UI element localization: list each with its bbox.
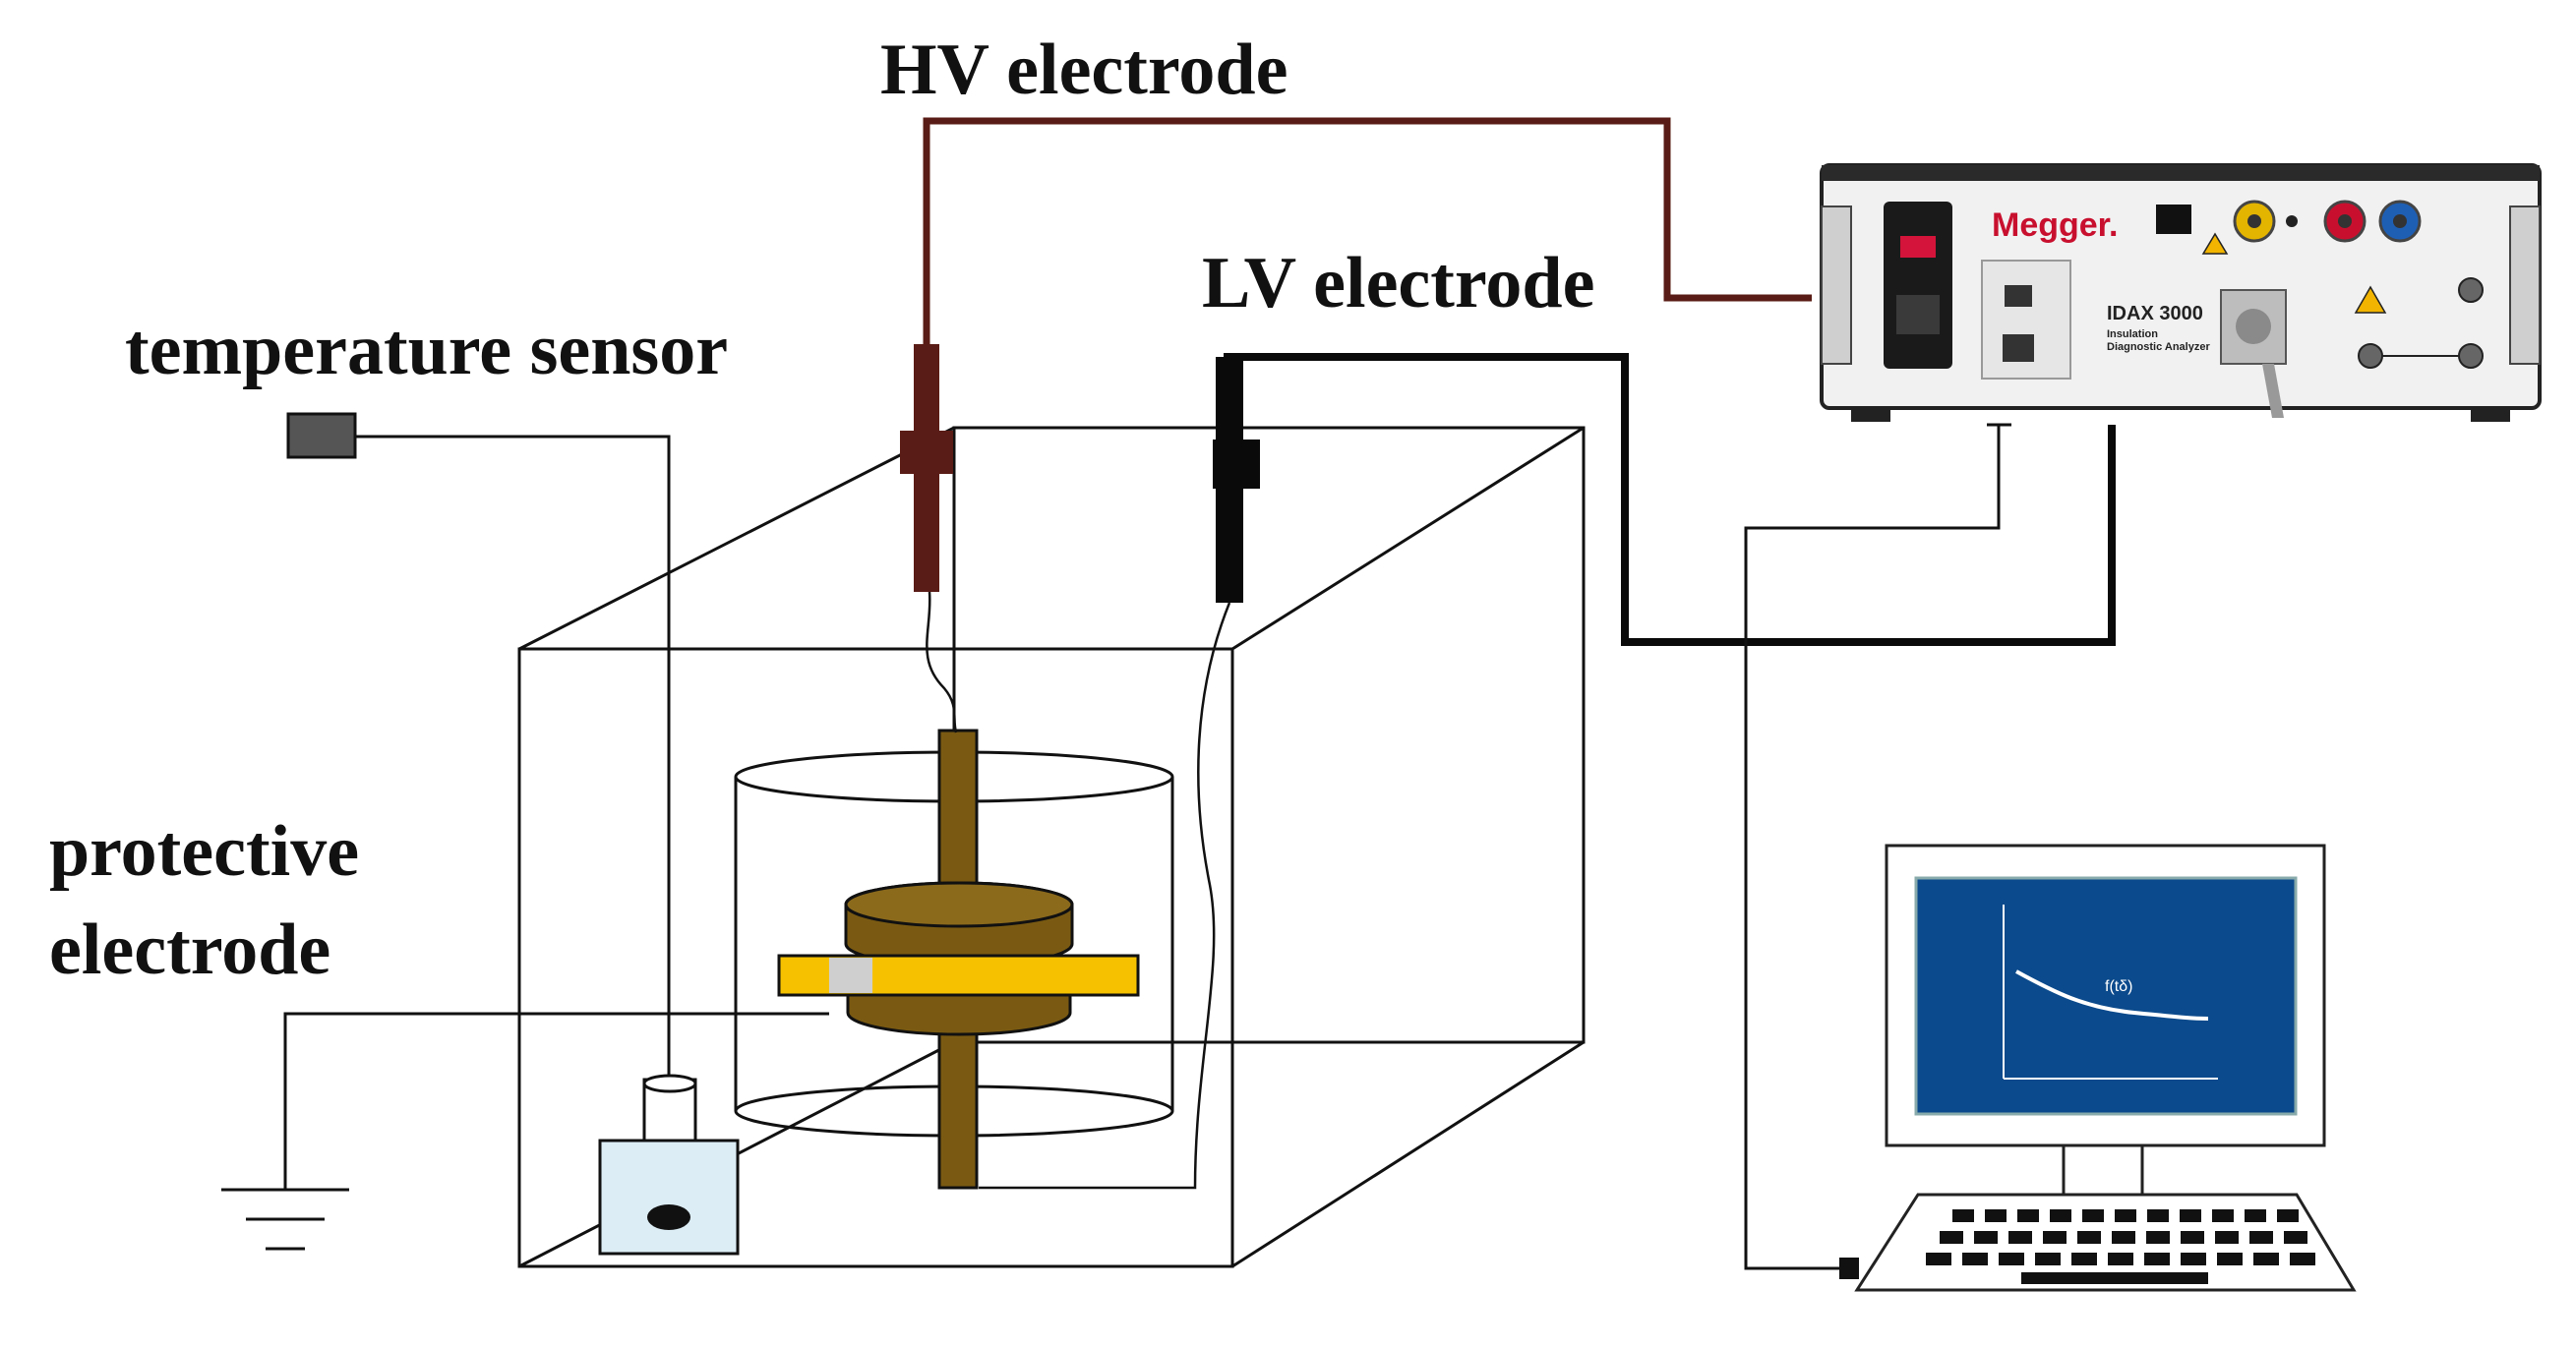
keyboard-key [2212, 1209, 2234, 1222]
keyboard-key [2112, 1231, 2135, 1244]
keyboard-key [2277, 1209, 2299, 1222]
power-socket-panel [1884, 202, 1952, 369]
hv-lead [900, 117, 1812, 733]
keyboard-key [2147, 1209, 2169, 1222]
keyboard-key [2115, 1209, 2136, 1222]
keyboard-key [1940, 1231, 1963, 1244]
keyboard-key [2017, 1209, 2039, 1222]
lower-electrode-disk [846, 993, 1072, 1036]
keyboard-key [2284, 1231, 2307, 1244]
idax-instrument: Megger. IDAX 3000 Insulation Diagnostic … [1820, 163, 2542, 422]
keyboard-key [2146, 1231, 2170, 1244]
lv-lead [979, 353, 2116, 1190]
ethernet-port [2003, 334, 2034, 362]
label-lv-electrode: LV electrode [1202, 243, 1594, 323]
monitor-screen [1914, 876, 2298, 1116]
keyboard-spacebar [2021, 1272, 2208, 1284]
label-temperature-sensor: temperature sensor [125, 310, 728, 390]
keyboard-keys [1926, 1209, 2315, 1284]
keyboard-key [2050, 1209, 2071, 1222]
sensor-vial [598, 1139, 740, 1256]
keyboard-key [1974, 1231, 1998, 1244]
usb-port [2005, 285, 2032, 307]
lv-probe-clip [1213, 440, 1260, 489]
keyboard-key [1985, 1209, 2007, 1222]
keyboard-key [2077, 1231, 2101, 1244]
keyboard-key [1999, 1253, 2024, 1265]
cable-plug [1839, 1258, 1859, 1279]
screen-curve-label: f(tδ) [2105, 978, 2132, 995]
temperature-sensor [286, 412, 740, 1256]
keyboard-key [2245, 1209, 2266, 1222]
keyboard-key [2108, 1253, 2133, 1265]
instrument-subtitle-2: Diagnostic Analyzer [2107, 341, 2210, 353]
keyboard-key [2144, 1253, 2170, 1265]
keyboard-key [2082, 1209, 2104, 1222]
electrode-assembly [777, 729, 1140, 1190]
data-cable [1744, 423, 2011, 1270]
guard-ring-segment [829, 958, 872, 993]
keyboard-key [2008, 1231, 2032, 1244]
keyboard-key [2043, 1231, 2067, 1244]
keyboard-key [1926, 1253, 1951, 1265]
keyboard-key [1962, 1253, 1988, 1265]
right-handle [2509, 205, 2541, 365]
label-protective-electrode-1: protective [49, 811, 359, 892]
label-protective-electrode-2: electrode [49, 909, 330, 990]
output-switch [2156, 205, 2191, 234]
screen-curve [2015, 969, 2209, 1021]
sensor-body [286, 412, 357, 459]
keyboard-key [2253, 1253, 2279, 1265]
keyboard-key [2071, 1253, 2097, 1265]
keyboard-key [2217, 1253, 2243, 1265]
instrument-brand: Megger. [1992, 206, 2118, 244]
label-hv-electrode: HV electrode [880, 29, 1288, 110]
sensor-probe-tip [647, 1204, 690, 1230]
left-handle [1821, 205, 1852, 365]
ground-connection [221, 1012, 829, 1251]
hv-probe-clip [900, 431, 953, 474]
keyboard-key [2180, 1209, 2201, 1222]
keyboard-key [2181, 1253, 2206, 1265]
keyboard-key [2290, 1253, 2315, 1265]
keyboard-key [2249, 1231, 2273, 1244]
computer: f(tδ) [1839, 844, 2357, 1292]
keyboard-key [2035, 1253, 2061, 1265]
instrument-model: IDAX 3000 [2107, 303, 2203, 324]
instrument-subtitle-1: Insulation [2107, 328, 2158, 340]
keyboard-key [2215, 1231, 2239, 1244]
keyboard-key [2181, 1231, 2204, 1244]
keyboard-key [1952, 1209, 1974, 1222]
